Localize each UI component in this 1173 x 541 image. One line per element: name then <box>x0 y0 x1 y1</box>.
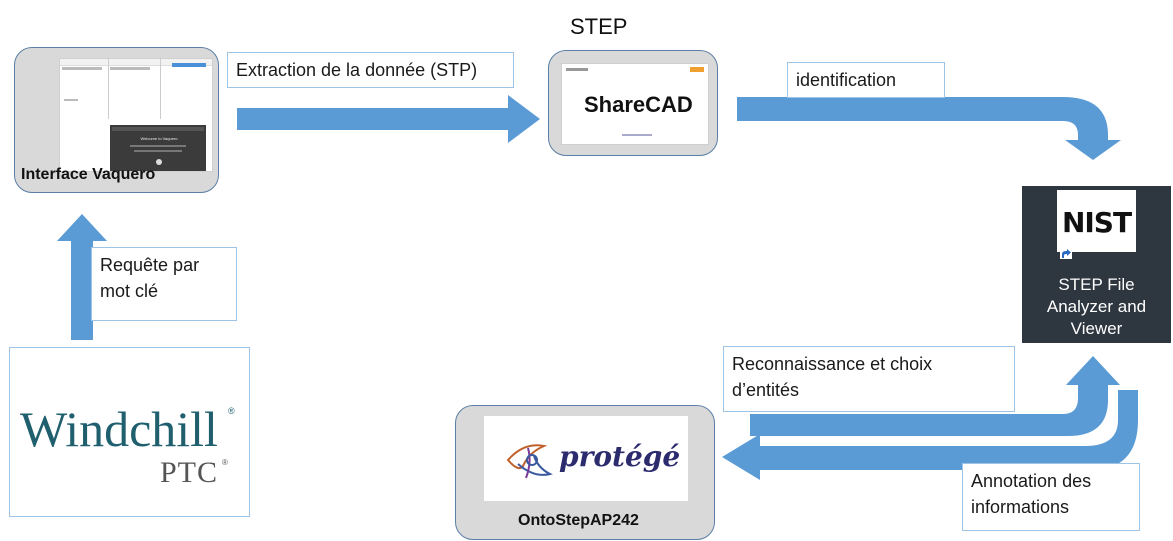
arrow-requete <box>57 214 107 340</box>
vaquero-card[interactable]: Welcome to Vaquero Interface Vaquero <box>14 47 219 193</box>
vaquero-welcome: Welcome to Vaquero <box>140 136 178 141</box>
label-annotation: Annotation des informations <box>962 463 1140 531</box>
nist-logo-text: NIST <box>1061 206 1132 239</box>
nist-logo: NIST <box>1057 190 1136 252</box>
protege-card[interactable]: protégé OntoStepAP242 <box>455 405 715 540</box>
step-title: STEP <box>570 14 628 39</box>
protege-caption: OntoStepAP242 <box>518 512 639 529</box>
protege-logo: protégé <box>484 416 688 501</box>
vaquero-caption: Interface Vaquero <box>21 166 156 183</box>
vaquero-screenshot: Welcome to Vaquero <box>59 58 213 172</box>
sharecad-card[interactable]: ShareCAD <box>548 50 718 156</box>
ptc-registered: ® <box>222 458 228 467</box>
sharecad-screenshot: ShareCAD <box>561 63 709 145</box>
arrow-reconnaissance <box>750 356 1120 436</box>
nist-tile[interactable]: NIST STEP File Analyzer and Viewer <box>1022 186 1171 343</box>
label-identification: identification <box>787 62 945 98</box>
label-reconnaissance: Reconnaissance et choix d’entités <box>723 346 1015 412</box>
arrow-annotation <box>722 390 1138 480</box>
protege-logo-icon <box>506 444 553 479</box>
protege-logo-text: protégé <box>559 440 681 473</box>
label-requete: Requête par mot clé <box>91 247 237 321</box>
ptc-word: PTC <box>160 456 219 489</box>
sharecad-label: ShareCAD <box>584 92 693 117</box>
windchill-logo[interactable]: Windchill ® PTC ® <box>9 347 250 517</box>
windchill-registered: ® <box>228 406 235 416</box>
label-extraction: Extraction de la donnée (STP) <box>227 52 514 88</box>
windchill-word: Windchill <box>20 401 218 457</box>
shortcut-arrow-icon <box>1060 247 1072 259</box>
arrow-extraction <box>237 95 540 143</box>
arrow-identification <box>737 97 1121 160</box>
nist-label: STEP File Analyzer and Viewer <box>1046 275 1147 338</box>
